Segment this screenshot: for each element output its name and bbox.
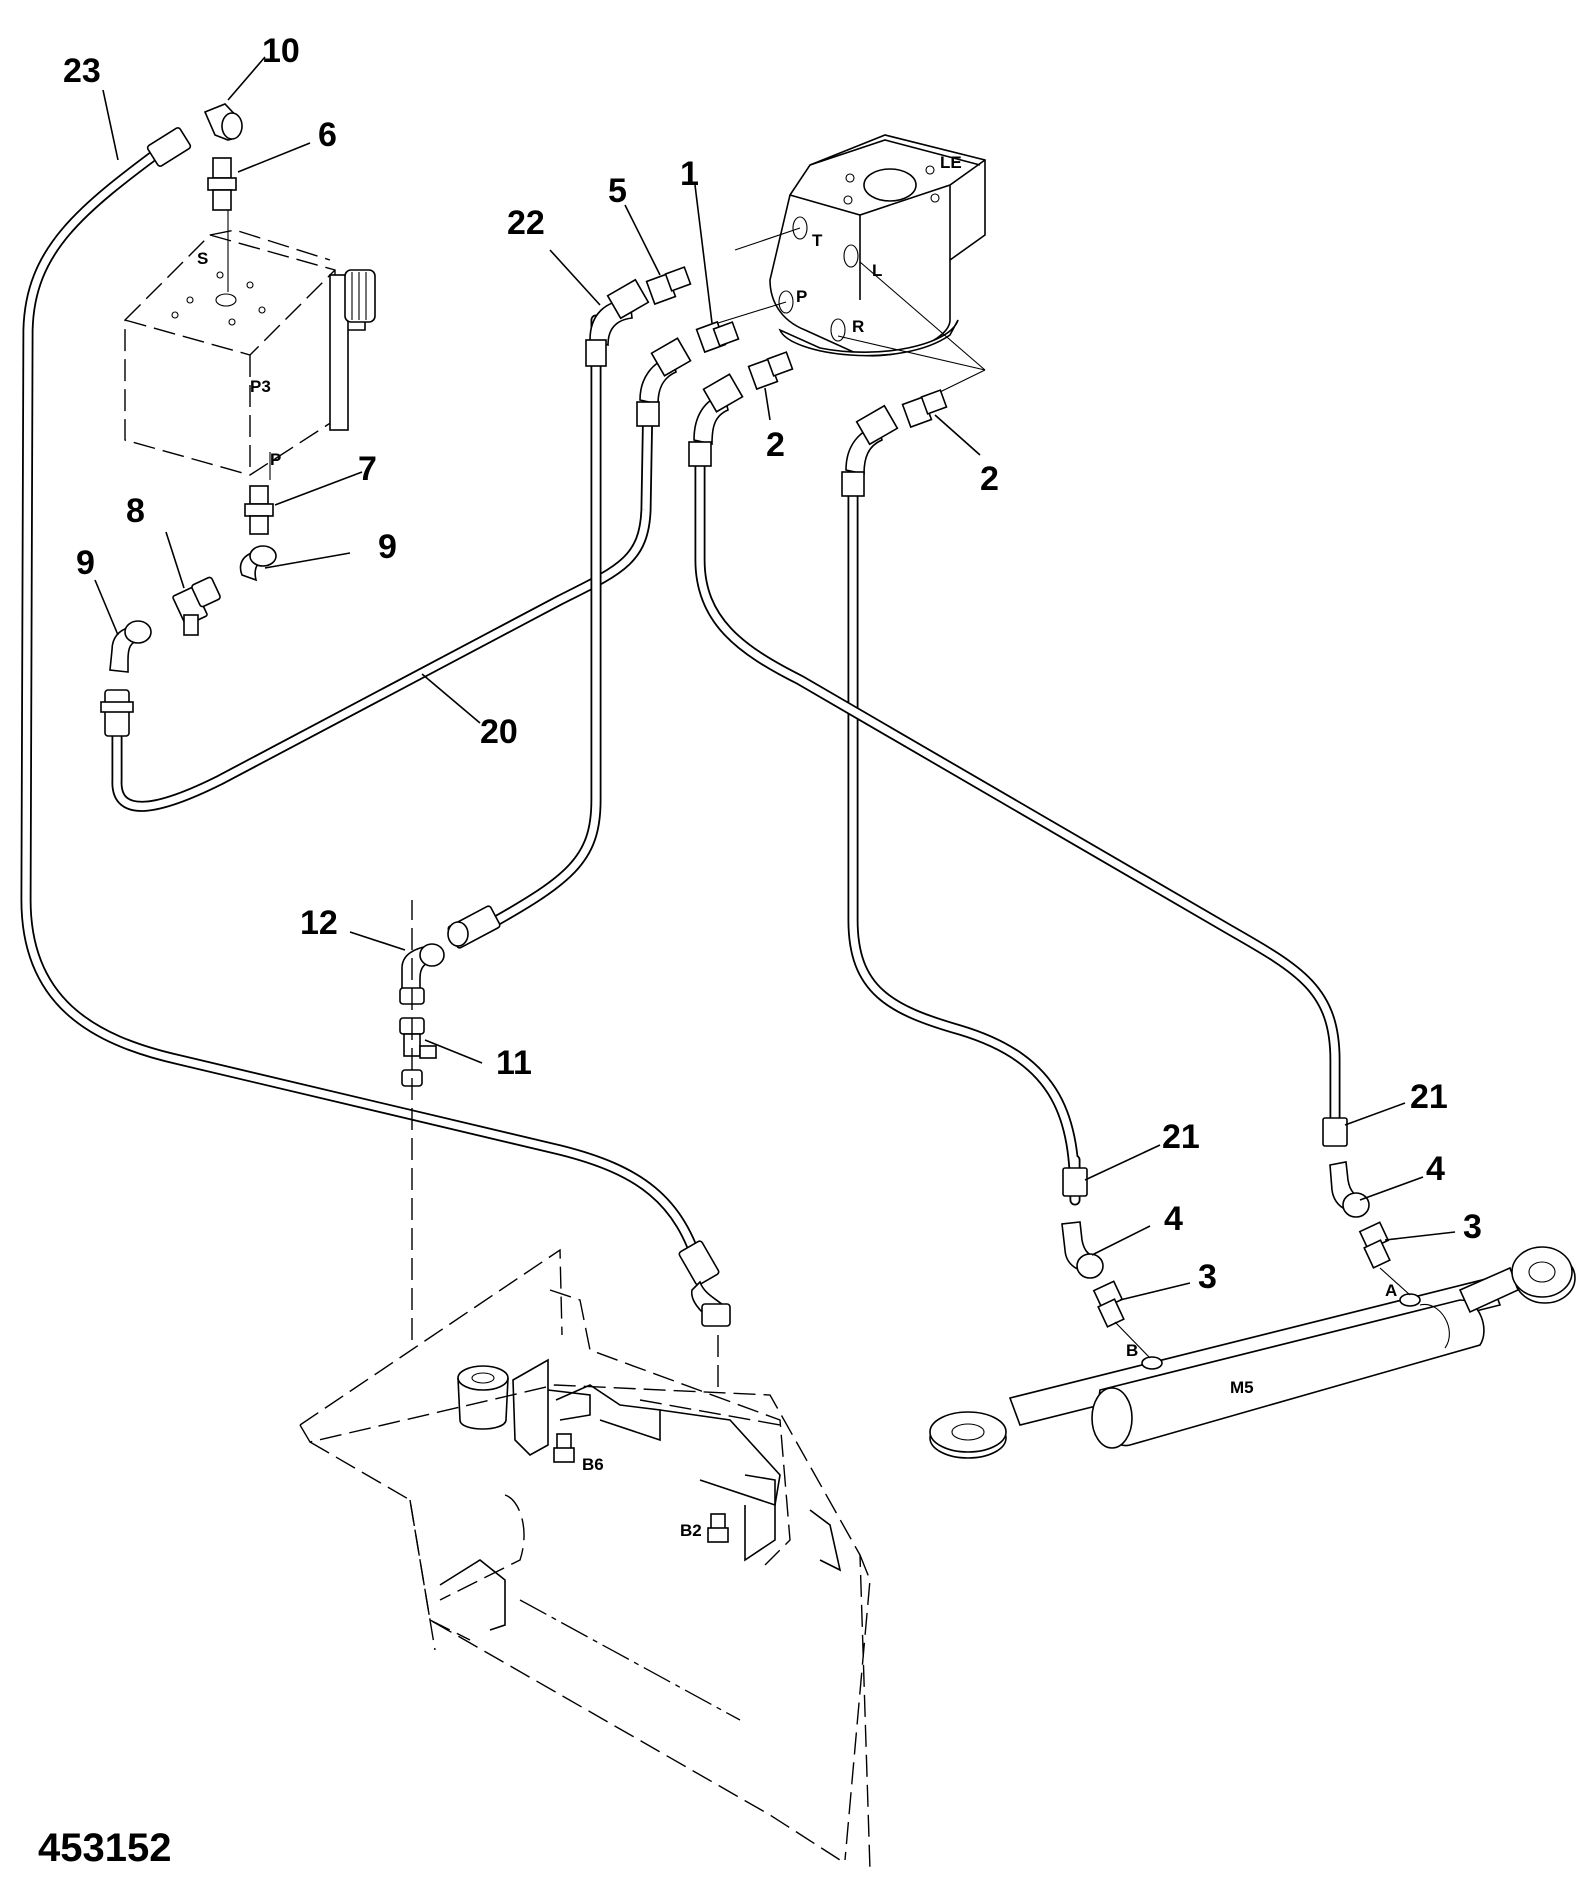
steering-unit-le: LE T L P R [717, 134, 986, 393]
callout-9-right: 9 [378, 528, 397, 566]
bolt-b2 [707, 1513, 729, 1543]
fitting-2-left [747, 351, 794, 391]
callout-4-left: 4 [1164, 1200, 1183, 1238]
callout-7: 7 [358, 450, 377, 488]
callout-22: 22 [507, 204, 545, 242]
fitting-9-right [239, 545, 277, 582]
callout-4-right: 4 [1426, 1150, 1445, 1188]
callout-8: 8 [126, 492, 145, 530]
hose-21-left [847, 449, 1081, 1206]
fitting-3-left [1092, 1280, 1125, 1328]
leader-lines [94, 56, 1456, 1301]
fitting-9-left [109, 620, 152, 673]
pump-label: P3 [250, 377, 271, 396]
cylinder-label: M5 [1230, 1378, 1254, 1397]
callout-21-left: 21 [1162, 1118, 1200, 1156]
steer-port-r: R [852, 317, 864, 336]
fitting-12 [399, 943, 445, 1005]
callout-3-right: 3 [1463, 1208, 1482, 1246]
bolt-b6 [553, 1433, 575, 1463]
cylinder-port-b: B [1126, 1341, 1138, 1360]
hose-20 [111, 389, 654, 812]
fitting-10 [203, 103, 243, 141]
steering-unit-label: LE [940, 153, 962, 172]
callout-12: 12 [300, 904, 338, 942]
pump-p3: S P3 P [124, 200, 376, 480]
callout-numbers: 23 10 6 22 5 1 2 2 7 8 9 9 20 12 11 21 2… [63, 32, 1482, 1296]
hose-21-right [694, 424, 1341, 1126]
fitting-3-right [1358, 1221, 1391, 1269]
fitting-8 [172, 576, 221, 636]
callout-2-right: 2 [980, 460, 999, 498]
callout-2-left: 2 [766, 426, 785, 464]
callout-6: 6 [318, 116, 337, 154]
callout-3-left: 3 [1198, 1258, 1217, 1296]
fitting-2-right [901, 389, 948, 429]
steer-port-t: T [812, 231, 823, 250]
callout-5: 5 [608, 172, 627, 210]
callout-10: 10 [262, 32, 300, 70]
cylinder-port-a: A [1385, 1281, 1397, 1300]
fitting-11 [399, 1017, 437, 1087]
hose-22 [474, 314, 602, 936]
callout-20: 20 [480, 713, 518, 751]
chassis-phantom: B6 B2 [299, 900, 871, 1871]
pump-port-p: P [270, 450, 281, 469]
hose-23 [20, 139, 706, 1276]
pump-port-s: S [197, 249, 208, 268]
fitting-4-left [1061, 1221, 1104, 1279]
drawing-number: 453152 [38, 1826, 172, 1870]
steer-port-l: L [872, 261, 882, 280]
fitting-4-right [1329, 1161, 1370, 1218]
steer-port-p: P [796, 287, 807, 306]
fitting-5 [645, 266, 692, 306]
fitting-1 [695, 320, 740, 354]
callout-9-left: 9 [76, 544, 95, 582]
callout-1: 1 [680, 155, 699, 193]
fitting-6 [207, 157, 237, 211]
hose-end-fittings [100, 127, 1348, 1327]
callout-21-right: 21 [1410, 1078, 1448, 1116]
bolt-b2-label: B2 [680, 1521, 702, 1540]
callout-11: 11 [496, 1044, 532, 1082]
bolt-b6-label: B6 [582, 1455, 604, 1474]
fitting-7 [244, 485, 274, 535]
callout-23: 23 [63, 52, 101, 90]
steering-cylinder-m5: M5 B A [929, 1246, 1576, 1459]
